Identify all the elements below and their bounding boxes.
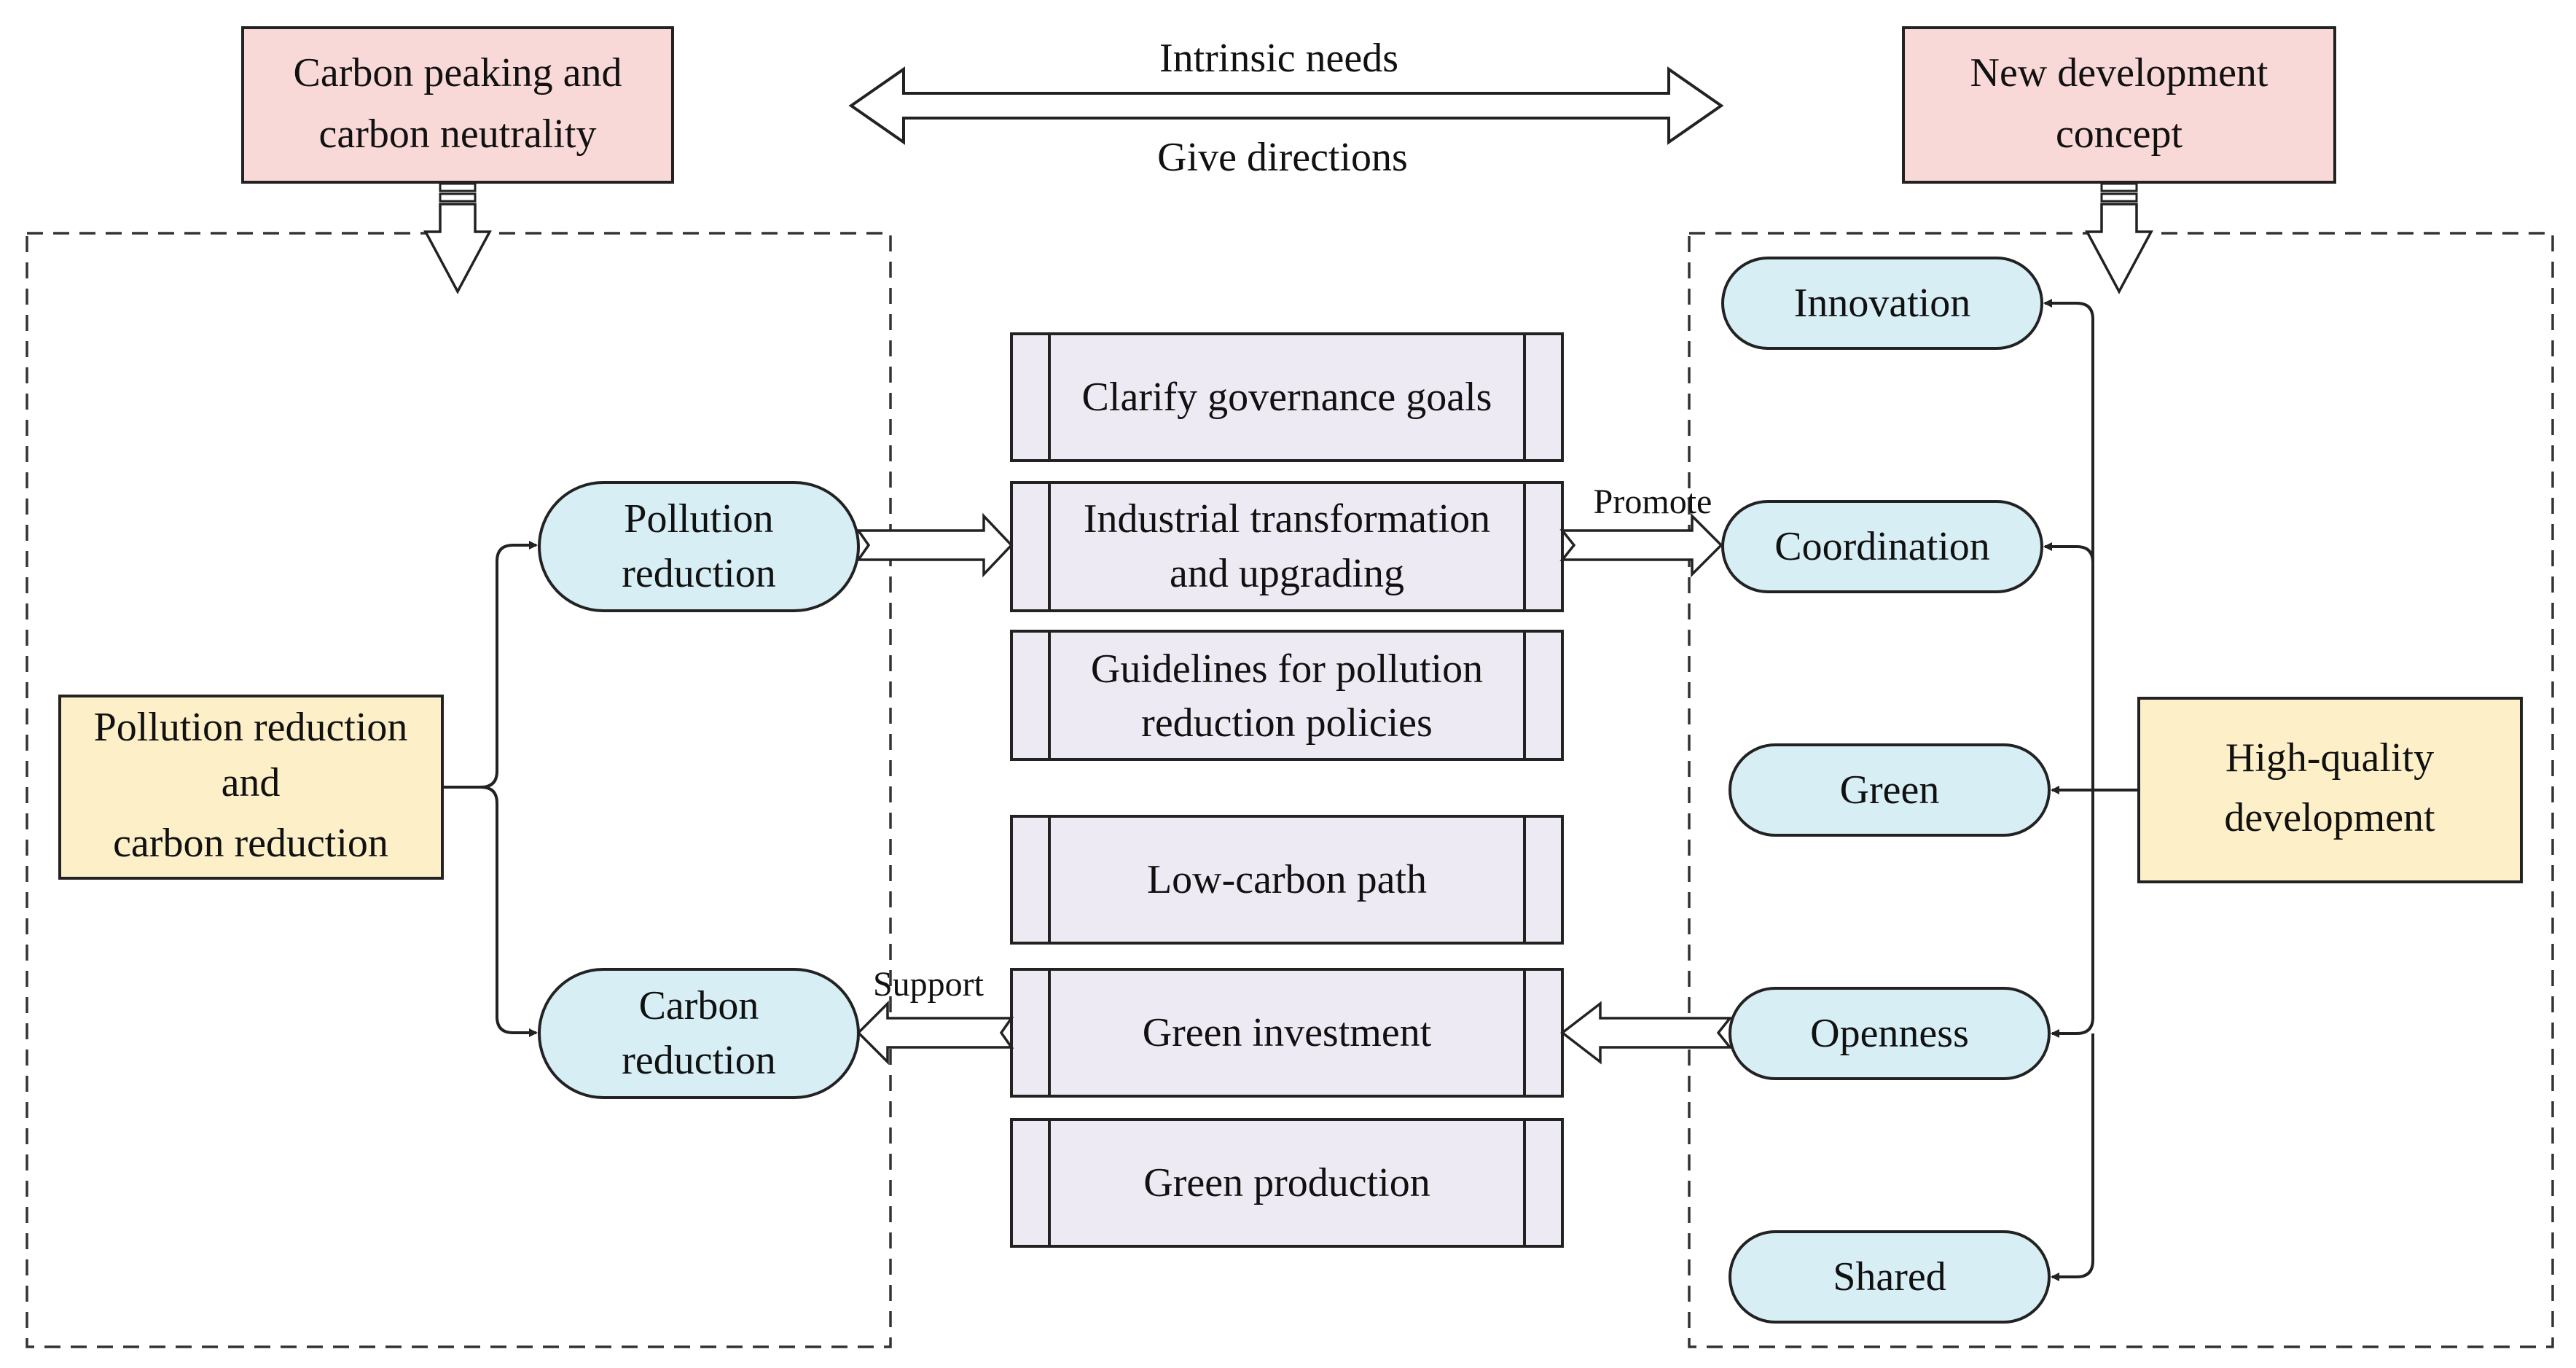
center-box-green-production: Green production	[1010, 1118, 1564, 1248]
left-down-arrow	[423, 182, 492, 294]
right-oval-3-label: Green	[1840, 767, 1940, 813]
intrinsic-needs-label: Intrinsic needs	[1159, 36, 1398, 81]
green-oval: Green	[1729, 743, 2051, 837]
left-branch-connector	[442, 541, 538, 1037]
carbon-peaking-line-2: carbon neutrality	[319, 112, 597, 157]
support-arrow: Support	[856, 965, 1014, 1066]
shared-oval: Shared	[1729, 1230, 2051, 1324]
right-oval-5-label: Shared	[1833, 1254, 1946, 1299]
center-box-low-carbon-path: Low-carbon path	[1010, 815, 1564, 945]
right-main-line-1: High-quality	[2225, 735, 2434, 781]
center-box-5-line-1: Green investment	[1143, 1010, 1432, 1055]
pollution-to-industrial-arrow	[856, 512, 1014, 578]
left-main-line-3: carbon reduction	[113, 821, 388, 866]
carbon-peaking-line-1: Carbon peaking and	[294, 50, 622, 95]
coordination-oval: Coordination	[1721, 500, 2043, 593]
carbon-reduction-oval: Carbon reduction	[538, 968, 860, 1099]
pollution-reduction-oval: Pollution reduction	[538, 481, 860, 612]
right-down-arrow	[2085, 182, 2153, 294]
center-box-3-line-2: reduction policies	[1141, 700, 1433, 746]
left-main-line-1: Pollution reduction	[94, 705, 408, 750]
high-quality-development-box: High-quality development	[2137, 697, 2523, 883]
promote-arrow: Promote	[1559, 482, 1723, 578]
innovation-oval: Innovation	[1721, 257, 2043, 350]
support-label: Support	[873, 965, 984, 1004]
center-box-industrial-transformation: Industrial transformation and upgrading	[1010, 481, 1564, 612]
new-development-line-1: New development	[1970, 50, 2268, 95]
openness-to-investment-arrow	[1560, 1001, 1733, 1065]
right-branch-connector	[2043, 299, 2139, 1281]
intrinsic-needs-double-arrow: Intrinsic needs Give directions	[848, 36, 1724, 180]
center-box-1-line-1: Clarify governance goals	[1082, 375, 1492, 420]
right-oval-2-label: Coordination	[1774, 524, 1990, 569]
give-directions-label: Give directions	[1157, 135, 1408, 180]
center-box-guidelines-pollution-policies: Guidelines for pollution reduction polic…	[1010, 630, 1564, 761]
center-box-clarify-governance-goals: Clarify governance goals	[1010, 332, 1564, 462]
new-development-line-2: concept	[2056, 112, 2183, 157]
right-oval-1-label: Innovation	[1794, 281, 1971, 326]
openness-oval: Openness	[1729, 987, 2051, 1080]
center-box-2-line-2: and upgrading	[1170, 551, 1404, 596]
left-main-line-2: and	[222, 760, 281, 805]
right-main-line-2: development	[2224, 795, 2435, 840]
promote-label: Promote	[1594, 482, 1712, 521]
center-box-2-line-1: Industrial transformation	[1084, 496, 1490, 542]
carbon-oval-line-1: Carbon	[639, 983, 759, 1028]
right-oval-4-label: Openness	[1810, 1011, 1969, 1056]
pollution-oval-line-1: Pollution	[624, 496, 773, 542]
center-box-6-line-1: Green production	[1143, 1160, 1430, 1205]
pollution-oval-line-2: reduction	[622, 551, 775, 596]
carbon-oval-line-2: reduction	[622, 1038, 775, 1083]
center-box-green-investment: Green investment	[1010, 968, 1564, 1098]
center-box-4-line-1: Low-carbon path	[1147, 857, 1427, 902]
center-box-3-line-1: Guidelines for pollution	[1091, 646, 1483, 692]
carbon-peaking-box: Carbon peaking and carbon neutrality	[241, 26, 674, 184]
new-development-concept-box: New development concept	[1902, 26, 2336, 184]
pollution-and-carbon-reduction-box: Pollution reduction and carbon reduction	[58, 695, 444, 880]
